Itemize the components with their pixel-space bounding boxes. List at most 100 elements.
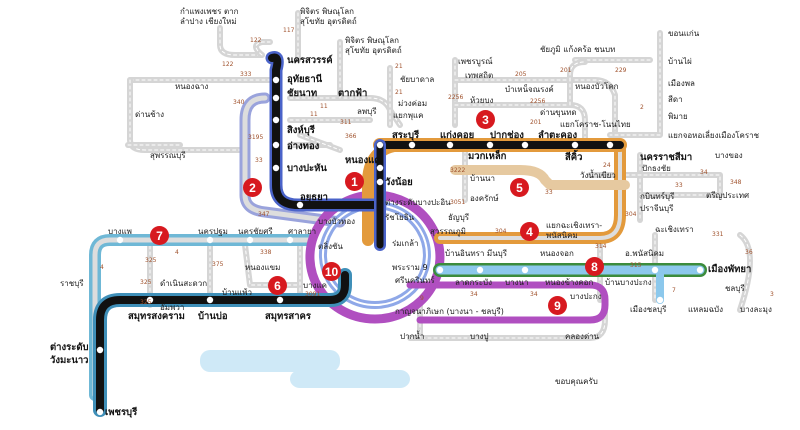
route-number-badge: 3: [476, 110, 495, 129]
route-number-badge: 6: [268, 276, 287, 295]
road-centerline: [569, 61, 586, 106]
road-number: 340: [233, 99, 245, 106]
station-label: หนองฉาง: [175, 82, 209, 91]
road-number: 375: [212, 261, 224, 268]
station-label: แยกโคราช-โนนไทย: [560, 120, 631, 129]
station-label: ปากช่อง: [490, 130, 524, 141]
route-2-core: [242, 95, 343, 225]
station-label: แยกจอหอเลี่ยงเมืองโคราช: [668, 131, 760, 140]
sea-area: [290, 370, 410, 388]
road-number: 2: [640, 104, 644, 111]
road-number: 311: [340, 119, 352, 126]
station-dot: [606, 141, 614, 149]
road-number: 3: [770, 291, 774, 298]
station-label: พระราม 9: [392, 263, 428, 272]
station-dot: [272, 94, 280, 102]
station-label: ฉะเชิงเทรา: [655, 225, 694, 234]
station-label: ต่างระดับบางปะอิน: [385, 198, 451, 207]
ring-center: [321, 204, 428, 306]
road-centerline: [589, 174, 721, 196]
station-label: ลำตะคอง: [538, 130, 578, 141]
road-number: 348: [730, 179, 742, 186]
station-label: พิจิตร พิษณุโลก: [345, 36, 400, 45]
station-label: ธัญบุรี: [448, 213, 470, 222]
station-label: ห้วยบง: [470, 96, 494, 105]
station-label: แยกฉะเชิงเทรา-: [546, 221, 603, 230]
station-label: กบินทร์บุรี: [640, 192, 675, 201]
station-label: ร่มเกล้า: [392, 239, 419, 248]
road-number: 34: [470, 291, 478, 298]
station-label: หนองแขม: [245, 263, 281, 272]
station-dot: [521, 266, 529, 274]
road-number: 7: [672, 287, 676, 294]
road-number: 315: [630, 262, 642, 269]
station-label: ศาลายา: [288, 227, 317, 236]
road-number: 3222: [450, 167, 466, 174]
road-number: 9: [420, 295, 424, 302]
station-label: ราชบุรี: [60, 279, 84, 288]
route-number-badge: 9: [548, 296, 567, 315]
station-dot: [376, 164, 384, 172]
station-label: อยุธยา: [300, 192, 328, 203]
station-dot: [486, 141, 494, 149]
station-label: ลำปาง เชียงใหม่: [180, 17, 237, 26]
station-label: แหลมฉบัง: [688, 305, 724, 314]
station-label: บางของ: [715, 151, 743, 160]
station-label: สมุทรสงคราม: [128, 311, 185, 322]
road-centerline: [219, 27, 263, 56]
station-dot: [408, 141, 416, 149]
station-label: ต่างระดับ: [50, 342, 89, 353]
station-label: สมุทรสาคร: [265, 311, 312, 322]
route-number-badge: 5: [510, 178, 529, 197]
route-number-badge: 8: [585, 257, 604, 276]
station-label: สุวรรณภูมิ: [430, 227, 466, 236]
station-label: นครชัยศรี: [238, 227, 273, 236]
station-dot: [96, 408, 104, 416]
station-label: วังน้ำเขียว: [580, 171, 616, 180]
station-label: บางปู: [470, 332, 489, 341]
station-label: กาญจนาภิเษก (บางนา - ชลบุรี): [395, 307, 504, 316]
road-number: 331: [712, 231, 724, 238]
station-label: บางบัวทอง: [318, 217, 356, 226]
road-number: 21: [395, 89, 403, 96]
station-label: เทพสถิต: [465, 71, 494, 80]
ring-road-outer: [305, 190, 445, 324]
station-label: ตรีญประเทศ: [706, 191, 750, 200]
road-number: 314: [595, 243, 607, 250]
station-label: ชัยภูมิ แก้งคร้อ ชนบท: [540, 45, 616, 54]
road-centerline: [739, 234, 751, 311]
station-label: อ่างทอง: [287, 141, 320, 152]
route-6-line: [96, 271, 349, 414]
road-centerline: [255, 41, 271, 56]
station-label: หนองบัวโคก: [575, 82, 619, 91]
station-label: บางปะกง: [570, 292, 602, 301]
route-number-badge: 4: [520, 222, 539, 241]
station-label: ปราจีนบุรี: [640, 204, 674, 213]
station-label: เมืองชลบุรี: [630, 305, 667, 314]
station-dot: [272, 164, 280, 172]
station-label: ชลบุรี: [725, 284, 745, 293]
road-number: 201: [560, 67, 572, 74]
station-label: ด่านช้าง: [135, 110, 164, 119]
road-number: 33: [675, 182, 683, 189]
station-label: เมืองพัทยา: [708, 264, 752, 275]
station-dot: [286, 236, 294, 244]
station-label: พิจิตร พิษณุโลก: [300, 7, 355, 16]
station-dot: [146, 296, 154, 304]
route-number-badge: 7: [150, 226, 169, 245]
route-5-line: [450, 165, 630, 190]
station-label: คลองด่าน: [565, 332, 600, 341]
station-dot: [476, 266, 484, 274]
road-number: 229: [615, 67, 627, 74]
station-label: เพชรบุรี: [105, 407, 138, 418]
road-number: 11: [320, 103, 328, 110]
station-dot: [376, 178, 384, 186]
road-number: 325: [140, 279, 152, 286]
station-label: ตากฟ้า: [338, 88, 368, 99]
road-number: 33: [545, 189, 553, 196]
station-label: บ้านอินทรา มีนบุรี: [445, 249, 508, 258]
station-dot: [272, 76, 280, 84]
road-number: 304: [495, 228, 507, 235]
